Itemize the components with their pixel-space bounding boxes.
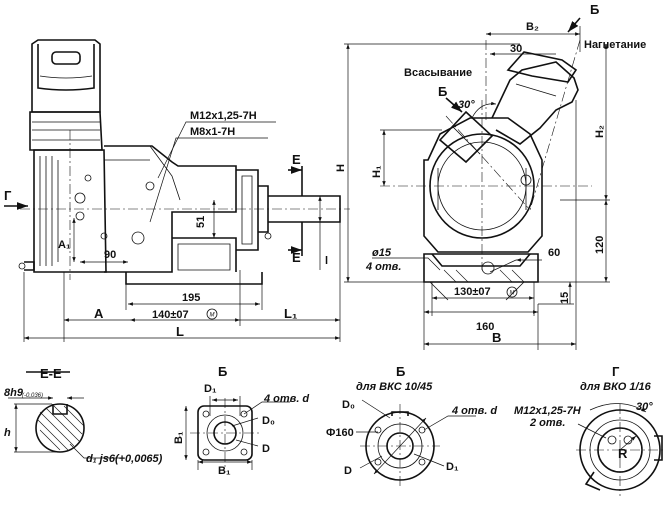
- view-b-square-d: D: [262, 443, 270, 455]
- view-b-square-d1: D₁: [204, 383, 217, 395]
- view-b-square-d0: D₀: [262, 415, 275, 427]
- dim-l: L: [176, 324, 184, 339]
- dim-l-small: l: [325, 255, 328, 267]
- view-b-square-title: Б: [218, 364, 227, 379]
- view-g-holes: 2 отв.: [529, 417, 565, 429]
- section-ee-title: Е-Е: [40, 366, 62, 381]
- view-g-radius: R: [618, 446, 628, 461]
- section-ee-keyway-tol: (-0,036): [22, 393, 43, 399]
- dim-140-mark: M: [210, 313, 215, 319]
- dim-30-angle: 30°: [458, 99, 475, 111]
- section-e-top: Е: [292, 152, 301, 167]
- square-flange: [197, 405, 253, 461]
- view-b-square-flange: Б D₁ 4 отв. d D₀ B₁ D B₁: [173, 364, 309, 477]
- dim-h1: H₁: [371, 165, 383, 178]
- view-b-square-b1-vertical: B₁: [173, 431, 185, 444]
- view-b-square-b1-horizontal: B₁: [218, 465, 231, 477]
- pump-body-outline: [423, 117, 543, 253]
- section-e-bottom: Е: [292, 250, 301, 265]
- pump-casing: [104, 145, 237, 273]
- view-b-mid-label: Б: [438, 84, 447, 99]
- bearing-housing: [236, 169, 259, 251]
- dim-h2: H₂: [594, 125, 606, 138]
- dim-60: 60: [548, 247, 560, 259]
- view-b-round-subtitle: для ВКС 10/45: [356, 381, 433, 393]
- side-view: Г M12x1,25-7H M8x1-7H A₁ 90 51 Е Е l 195…: [4, 39, 350, 342]
- dim-90: 90: [104, 249, 116, 261]
- view-b-round-title: Б: [396, 364, 405, 379]
- thread-label-2: M8x1-7H: [190, 126, 235, 138]
- view-g-flange: Г для ВКО 1/16 M12x1,25-7H 2 отв. 30° R: [514, 364, 666, 496]
- view-b-arrow-label: Б: [590, 2, 599, 17]
- motor-body: [29, 111, 103, 151]
- view-g-angle: 30°: [636, 401, 653, 413]
- view-g-subtitle: для ВКО 1/16: [580, 381, 652, 393]
- dim-b2: B₂: [526, 21, 539, 33]
- view-g-thread: M12x1,25-7H: [514, 405, 582, 417]
- drain-port: [131, 231, 145, 245]
- dim-140: 140±07: [152, 309, 189, 321]
- view-b-round-flange: Б для ВКС 10/45 D₀ 4 отв. d Ф160 D D₁: [326, 364, 497, 486]
- section-e-e: Е-Е 8h9 (-0,036) h d₁ js6(+0,0065): [4, 366, 163, 465]
- dim-130: 130±07: [454, 286, 491, 298]
- dim-51: 51: [195, 216, 207, 228]
- outlet-pipe: [491, 61, 579, 145]
- dim-h: H: [335, 164, 347, 172]
- dim-120: 120: [594, 236, 606, 254]
- view-b-square-holes: 4 отв. d: [263, 393, 309, 405]
- view-b-round-holes: 4 отв. d: [451, 405, 497, 417]
- view-g-title: Г: [612, 364, 620, 379]
- view-b-round-d: D: [344, 465, 352, 477]
- section-ee-h: h: [4, 427, 11, 439]
- outlet-label: Нагнетание: [584, 39, 646, 51]
- dim-130-mark: M: [510, 291, 515, 297]
- inlet-flange: [438, 110, 494, 164]
- inlet-label: Всасывание: [404, 67, 472, 79]
- dim-4-holes: 4 отв.: [365, 261, 401, 273]
- pump-base: [423, 253, 539, 283]
- view-b-round-d0: D₀: [342, 399, 355, 411]
- shaft-section: [35, 403, 85, 453]
- view-b-round-d1: D₁: [446, 461, 459, 473]
- dim-30-top: 30: [510, 43, 522, 55]
- view-g-arrow-label: Г: [4, 188, 12, 203]
- dim-15-dia: ø15: [372, 247, 392, 259]
- thread-label-1: M12x1,25-7H: [190, 110, 257, 122]
- front-view: Б B₂ Нагнетание Всасывание Б 30 30° H H₁…: [335, 2, 646, 350]
- view-b-round-dia-160: Ф160: [326, 427, 354, 439]
- dim-15: 15: [559, 292, 571, 304]
- dim-a1: A₁: [58, 239, 71, 251]
- section-ee-shaft: d₁ js6(+0,0065): [86, 453, 163, 465]
- section-ee-keyway: 8h9: [4, 387, 24, 399]
- dim-195: 195: [182, 292, 200, 304]
- dim-a: A: [94, 306, 104, 321]
- dim-160: 160: [476, 321, 494, 333]
- dim-l1: L₁: [284, 306, 297, 321]
- dim-b: B: [492, 330, 501, 345]
